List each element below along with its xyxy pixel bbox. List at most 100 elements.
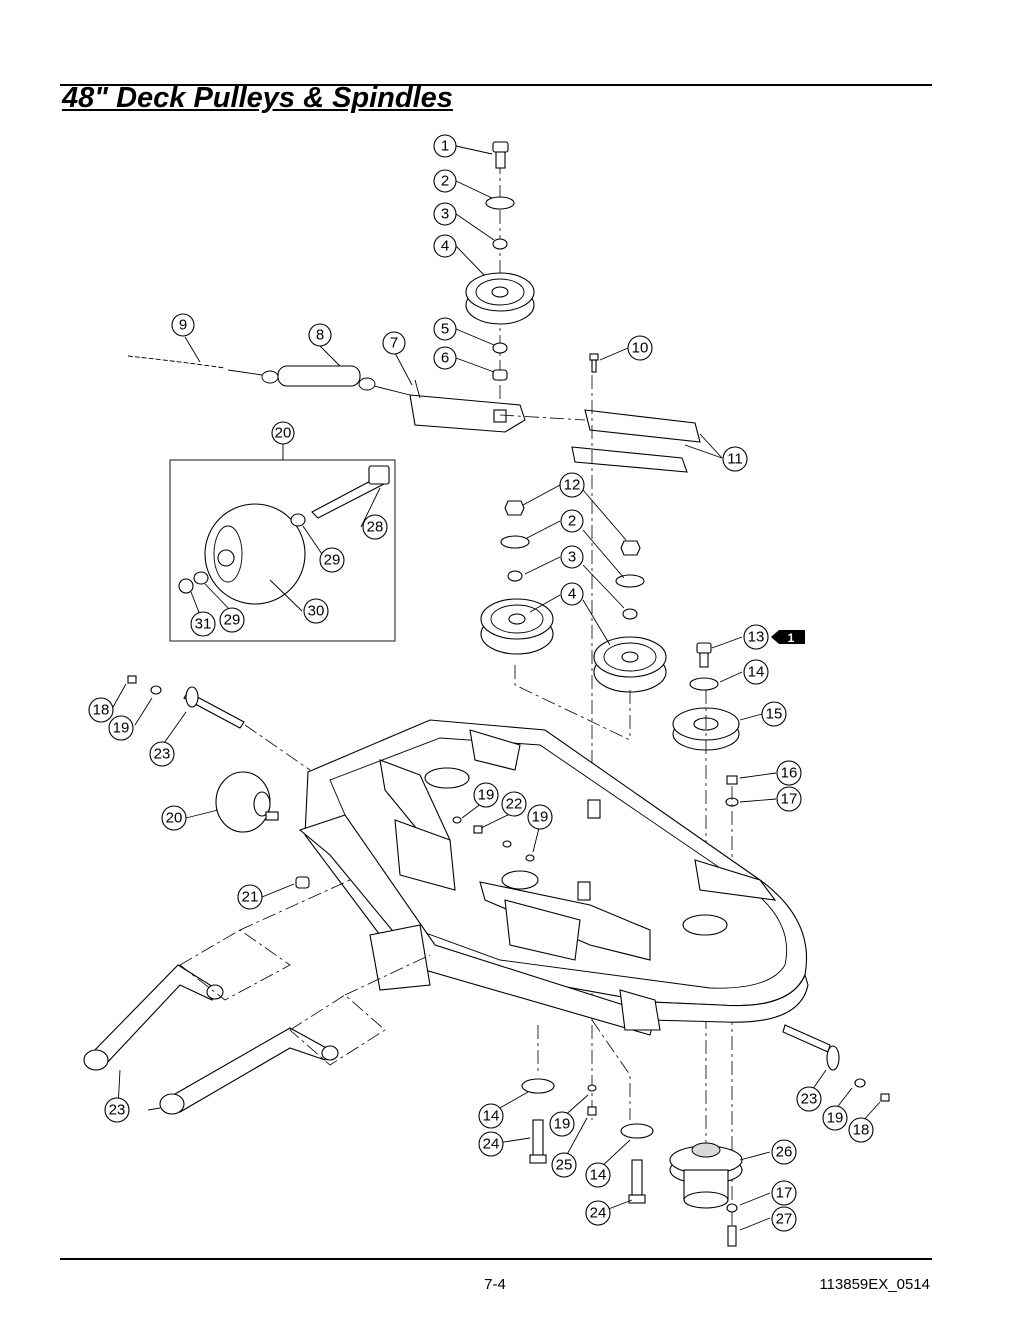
- svg-text:10: 10: [632, 340, 649, 357]
- nut-part-22: [473, 825, 483, 834]
- callout-18: 18: [88, 697, 114, 723]
- callout-24-bottom: 24: [585, 1200, 611, 1226]
- spacer-part-3: [492, 238, 508, 250]
- callout-1: 1: [433, 134, 457, 158]
- right-hitch-parts: [782, 1024, 890, 1102]
- svg-text:23: 23: [109, 1102, 126, 1119]
- callout-29-inset: 29: [219, 607, 245, 633]
- callout-17-bottom: 17: [771, 1180, 797, 1206]
- svg-text:21: 21: [242, 889, 259, 906]
- svg-text:11: 11: [727, 451, 743, 468]
- svg-text:20: 20: [166, 810, 183, 827]
- svg-text:14: 14: [590, 1167, 607, 1184]
- svg-text:18: 18: [853, 1122, 870, 1139]
- callout-19-bottom: 19: [549, 1111, 575, 1137]
- svg-text:14: 14: [748, 664, 765, 681]
- svg-text:19: 19: [554, 1116, 571, 1133]
- svg-text:16: 16: [781, 765, 798, 782]
- nut-part-12-left: [504, 500, 525, 516]
- leader-lines: [112, 145, 881, 1231]
- callout-19-right: 19: [822, 1105, 848, 1131]
- svg-text:4: 4: [441, 238, 449, 255]
- svg-text:3: 3: [441, 206, 449, 223]
- callout-14: 14: [743, 659, 769, 685]
- callout-22: 22: [501, 791, 527, 817]
- chain-part-9: [127, 355, 263, 376]
- svg-text:28: 28: [367, 519, 384, 536]
- svg-text:19: 19: [532, 809, 549, 826]
- svg-text:6: 6: [441, 350, 449, 367]
- svg-text:13: 13: [748, 629, 765, 646]
- svg-text:17: 17: [781, 791, 798, 808]
- washer-part-2-right: [615, 574, 645, 588]
- document-number: 113859EX_0514: [819, 1276, 930, 1293]
- callout-30: 30: [303, 598, 329, 624]
- wheel-inset: [169, 459, 396, 642]
- note-flag-icon: 1: [771, 630, 805, 645]
- svg-text:7: 7: [390, 335, 398, 352]
- svg-text:24: 24: [590, 1205, 607, 1222]
- arm-part-23-upper: [83, 964, 224, 1071]
- callout-19: 19: [108, 715, 134, 741]
- svg-text:23: 23: [801, 1091, 818, 1108]
- svg-text:2: 2: [568, 513, 576, 530]
- svg-text:20: 20: [275, 425, 292, 442]
- callout-10: 10: [627, 335, 653, 361]
- svg-text:29: 29: [324, 552, 341, 569]
- svg-text:30: 30: [308, 603, 325, 620]
- arm-part-23-lower: [159, 1027, 339, 1115]
- bottom-parts: [521, 1019, 743, 1247]
- callout-19-mid: 19: [473, 782, 499, 808]
- arm-guide-lines: [179, 879, 431, 1066]
- svg-text:4: 4: [568, 586, 576, 603]
- callout-3-mid: 3: [560, 545, 584, 569]
- callout-12: 12: [559, 472, 585, 498]
- svg-text:5: 5: [441, 321, 449, 338]
- callout-20-inset: 20: [271, 421, 295, 445]
- svg-text:18: 18: [93, 702, 110, 719]
- callout-20: 20: [161, 805, 187, 831]
- callout-13: 13: [743, 624, 769, 650]
- callout-25: 25: [551, 1152, 577, 1178]
- wheel-part-20: [215, 771, 279, 833]
- nut-part-16: [726, 775, 738, 785]
- washer-part-2: [485, 196, 515, 210]
- callout-18-right: 18: [848, 1117, 874, 1143]
- mower-deck: [298, 719, 809, 1036]
- svg-text:19: 19: [827, 1110, 844, 1127]
- callout-19-mid2: 19: [527, 804, 553, 830]
- washer-part-19-mid3: [525, 854, 535, 862]
- page-number: 7-4: [484, 1276, 506, 1293]
- plates-part-11: [499, 409, 701, 473]
- callout-6: 6: [433, 346, 457, 370]
- washer-part-19-mid: [452, 816, 462, 824]
- bolt-part-1: [492, 141, 509, 169]
- callout-7: 7: [382, 331, 406, 355]
- washer-part-14: [689, 677, 719, 691]
- callout-24: 24: [478, 1131, 504, 1157]
- idler-pulley-part-4: [465, 272, 535, 325]
- callout-2-mid: 2: [560, 509, 584, 533]
- callout-17: 17: [776, 786, 802, 812]
- svg-text:1: 1: [441, 138, 449, 155]
- callout-23-left: 23: [104, 1097, 130, 1123]
- top-rule: [60, 84, 932, 86]
- svg-text:24: 24: [483, 1136, 500, 1153]
- svg-text:8: 8: [316, 327, 324, 344]
- svg-text:31: 31: [195, 616, 212, 633]
- callout-5: 5: [433, 317, 457, 341]
- callout-27: 27: [771, 1206, 797, 1232]
- svg-text:3: 3: [568, 549, 576, 566]
- svg-text:27: 27: [776, 1211, 793, 1228]
- callout-28: 28: [362, 514, 388, 540]
- svg-text:26: 26: [776, 1144, 793, 1161]
- callout-4-mid: 4: [560, 582, 584, 606]
- bolt-part-10: [589, 353, 599, 373]
- svg-text:19: 19: [478, 787, 495, 804]
- nut-part-12-right: [620, 540, 641, 556]
- pulley-part-4-left: [480, 598, 554, 655]
- callout-2: 2: [433, 169, 457, 193]
- svg-text:17: 17: [776, 1185, 793, 1202]
- svg-text:14: 14: [483, 1108, 500, 1125]
